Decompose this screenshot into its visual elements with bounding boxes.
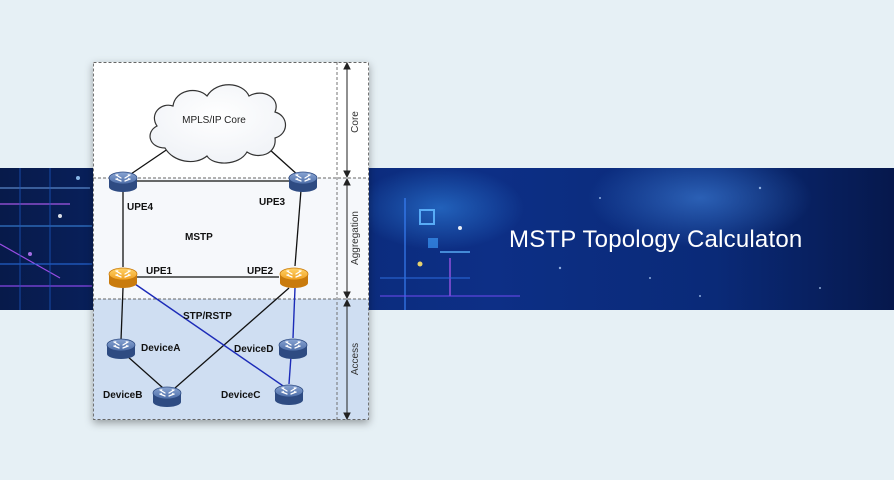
upe1-router-icon [108, 267, 138, 289]
topology-diagram-panel: Core Aggregation Access MPLS/IP Core MST… [93, 62, 369, 420]
devicea-router-icon [106, 338, 136, 360]
link-upe2-deviced [292, 287, 296, 339]
devicea-label: DeviceA [141, 343, 180, 354]
deviced-label: DeviceD [234, 344, 273, 355]
aggregation-zone [93, 178, 369, 299]
zone-label-core: Core [350, 111, 361, 133]
link-devicea-deviceb [126, 355, 164, 389]
deviceb-label: DeviceB [103, 390, 142, 401]
diagram-frame [93, 62, 369, 420]
cloud-label: MPLS/IP Core [182, 115, 246, 126]
link-upe3-upe2 [294, 189, 302, 267]
deviced-router-icon [278, 338, 308, 360]
deviceb-router-icon [152, 386, 182, 408]
link-upe1-devicec [134, 283, 290, 391]
mstp-label: MSTP [185, 232, 213, 243]
banner-title: MSTP Topology Calculaton [509, 226, 803, 253]
zone-label-access: Access [350, 343, 361, 375]
stp-rstp-label: STP/RSTP [183, 311, 232, 322]
access-zone [93, 299, 369, 420]
devicec-label: DeviceC [221, 390, 260, 401]
devicec-router-icon [274, 384, 304, 406]
upe2-label: UPE2 [247, 266, 274, 277]
upe3-label: UPE3 [259, 197, 286, 208]
link-deviced-devicec [288, 355, 292, 385]
zone-label-aggregation: Aggregation [350, 211, 361, 265]
upe3-router-icon [288, 171, 318, 193]
upe4-router-icon [108, 171, 138, 193]
mpls-ip-core-cloud [149, 84, 287, 164]
upe4-label: UPE4 [127, 202, 154, 213]
upe1-label: UPE1 [146, 266, 173, 277]
link-upe2-deviceb [174, 287, 290, 389]
link-upe1-devicea [120, 287, 124, 341]
topology-diagram: Core Aggregation Access MPLS/IP Core MST… [93, 62, 369, 420]
upe2-router-icon [279, 267, 309, 289]
